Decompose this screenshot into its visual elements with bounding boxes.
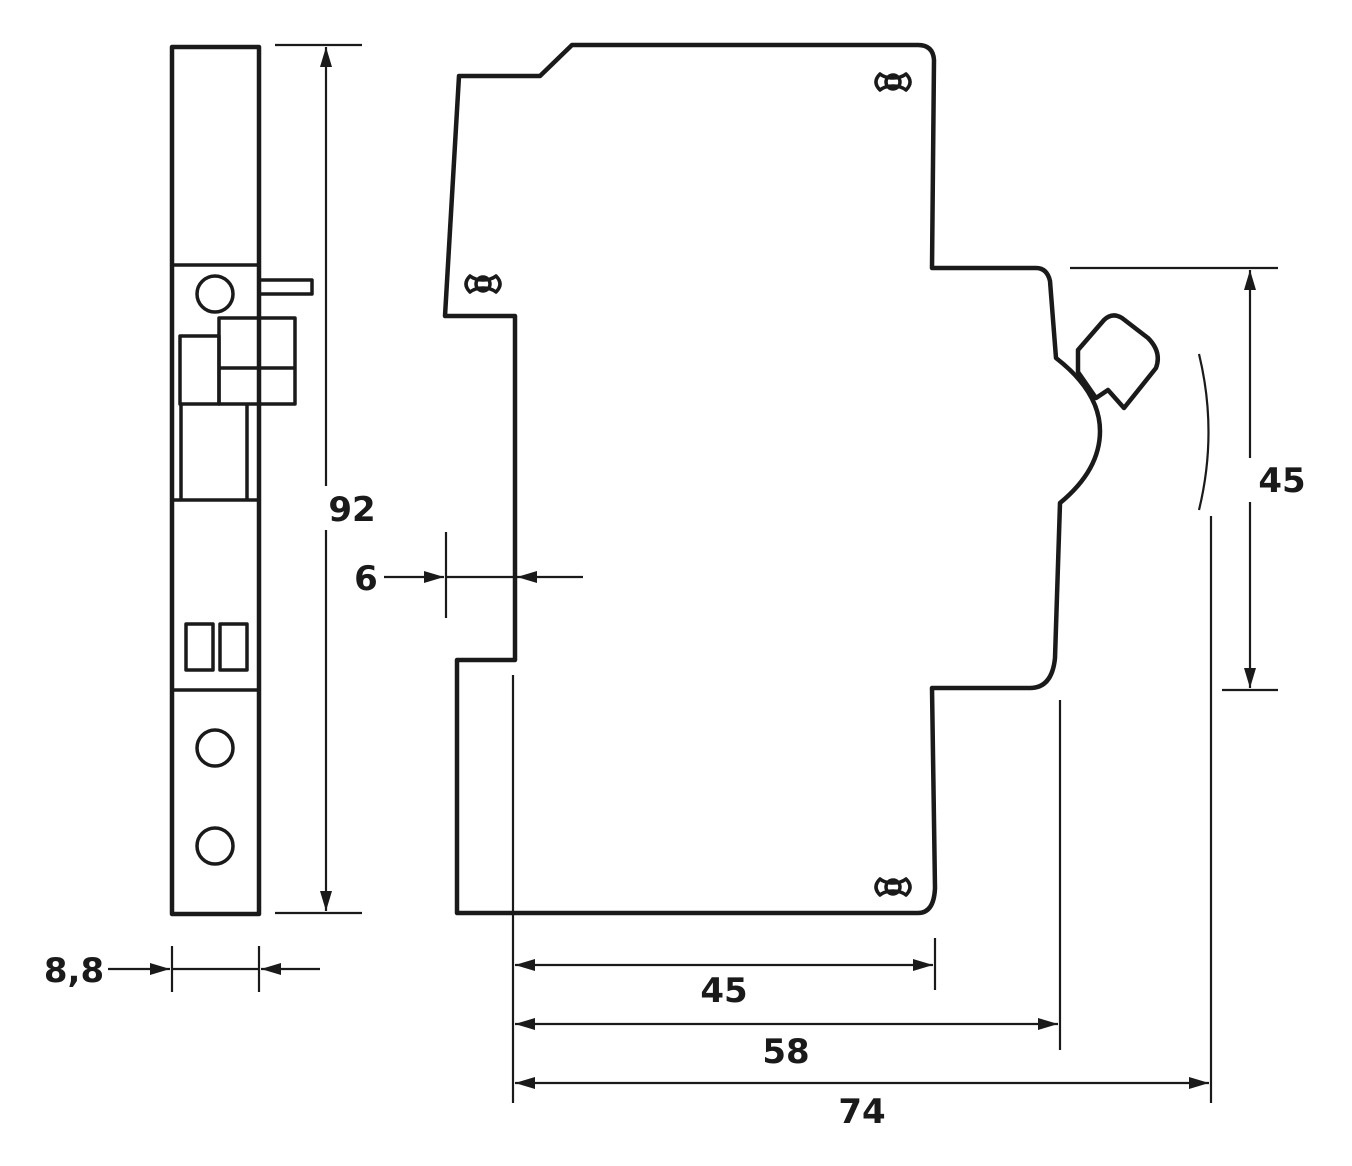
- side-view-contact-right: [218, 622, 249, 672]
- dimension-depth-total: 74: [515, 1077, 1209, 1132]
- side-view-terminal-screw-lower: [195, 826, 235, 866]
- side-view-lever-tab: [257, 278, 314, 296]
- side-view-handle-base: [178, 334, 221, 406]
- dimension-height-front: 45: [1070, 266, 1306, 692]
- label-height-total: 92: [328, 490, 375, 530]
- lever-swing-arc: [1197, 353, 1210, 511]
- label-depth-front: 45: [700, 971, 747, 1011]
- side-view: [169, 44, 314, 917]
- label-depth-body: 58: [762, 1032, 809, 1072]
- side-view-contact-left: [184, 622, 215, 672]
- side-view-terminal-screw-upper: [195, 728, 235, 768]
- dimension-width-module: 8,8: [44, 946, 320, 992]
- label-offset-small: 6: [354, 559, 378, 599]
- dimension-offset-small: 6: [354, 532, 583, 618]
- label-width-module: 8,8: [44, 951, 104, 991]
- front-view-toggle-lever: [1075, 313, 1160, 411]
- side-view-outline: [169, 44, 262, 917]
- dimension-height-total: 92: [275, 43, 380, 915]
- side-view-top-screw: [195, 274, 235, 314]
- dimension-depth-body: 58: [515, 1018, 1058, 1072]
- mounting-slot-top-right: [874, 72, 912, 92]
- front-view-outline: [442, 42, 1103, 916]
- depth-extension-lines: [511, 516, 1213, 1103]
- label-depth-total: 74: [838, 1092, 885, 1132]
- mounting-slot-bottom-right: [874, 877, 912, 897]
- label-height-front: 45: [1258, 461, 1305, 501]
- dimension-depth-front: 45: [515, 959, 933, 1011]
- front-view: [442, 42, 1210, 916]
- mounting-slot-left: [464, 274, 502, 294]
